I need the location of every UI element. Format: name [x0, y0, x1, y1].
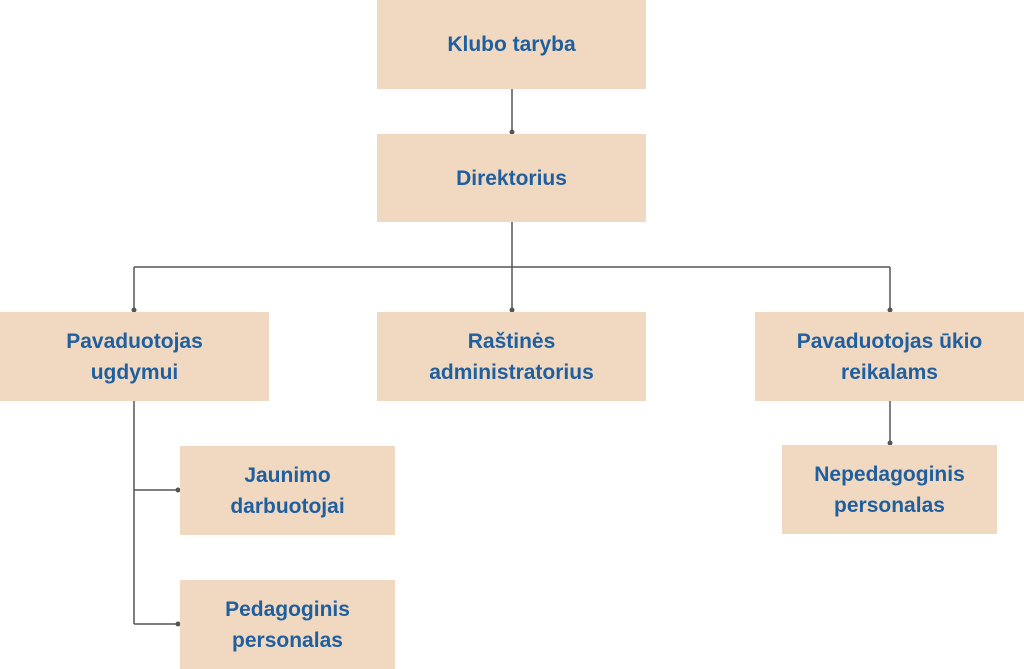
arrow-dot-youth-workers	[175, 487, 181, 493]
arrow-dot-teaching-staff	[175, 621, 181, 627]
node-office-administrator-label: Raštinės administratorius	[429, 329, 594, 384]
node-non-teaching-staff-label: Nepedagoginis personalas	[814, 462, 965, 517]
node-council-label: Klubo taryba	[447, 33, 576, 56]
arrow-dot-deputy-economic	[887, 307, 893, 313]
node-youth-workers-label: Jaunimo darbuotojai	[230, 463, 345, 518]
node-director-label: Direktorius	[456, 166, 567, 190]
node-non-teaching-staff: Nepedagoginis personalas	[782, 445, 997, 534]
node-office-administrator: Raštinės administratorius	[377, 312, 646, 401]
arrow-dot-director	[509, 129, 515, 135]
node-deputy-economic-label: Pavaduotojas ūkio reikalams	[796, 329, 983, 384]
node-deputy-education: Pavaduotojas ugdymui	[0, 312, 269, 401]
node-director: Direktorius	[377, 134, 646, 222]
arrow-dot-deputy-education	[131, 307, 137, 313]
arrow-dot-non-teaching-staff	[887, 440, 893, 446]
arrow-dot-office-administrator	[509, 307, 515, 313]
node-deputy-economic: Pavaduotojas ūkio reikalams	[755, 312, 1024, 401]
node-teaching-staff-label: Pedagoginis personalas	[225, 597, 350, 652]
node-teaching-staff: Pedagoginis personalas	[180, 580, 395, 669]
node-council: Klubo taryba	[377, 0, 646, 89]
node-deputy-education-label: Pavaduotojas ugdymui	[66, 329, 203, 384]
node-youth-workers: Jaunimo darbuotojai	[180, 446, 395, 535]
